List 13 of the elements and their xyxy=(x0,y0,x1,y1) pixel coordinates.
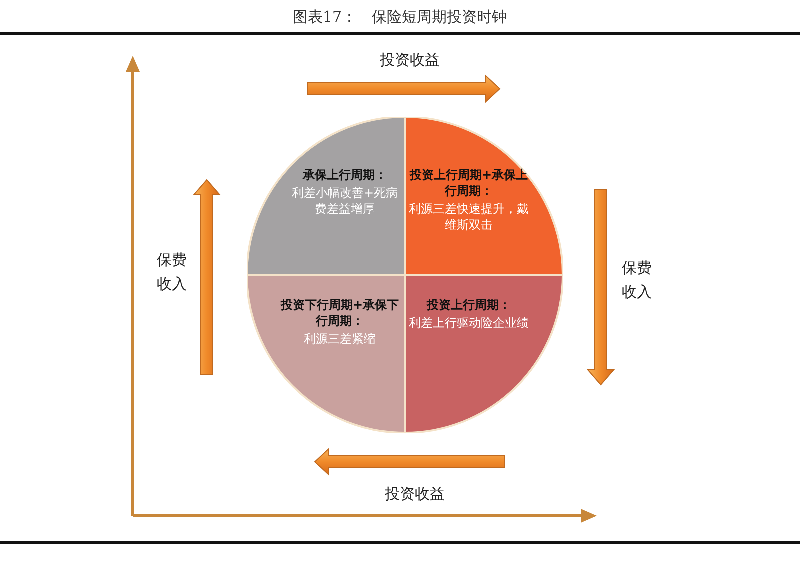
arrow-label: 保费收入 xyxy=(156,250,188,295)
arrow-label: 投资收益 xyxy=(379,50,441,70)
quadrant-heading: 投资上行周期+承保上行周期： xyxy=(409,167,529,199)
quadrant-description: 利源三差快速提升，戴维斯双击 xyxy=(409,201,529,233)
quadrant-description: 利差上行驱动险企业绩 xyxy=(409,315,529,331)
arrow-label: 投资收益 xyxy=(384,484,446,504)
quadrant-description: 利源三差紧缩 xyxy=(303,331,377,347)
quadrant-heading: 投资下行周期+承保下行周期： xyxy=(280,297,400,329)
quadrant-heading: 投资上行周期： xyxy=(426,297,512,313)
arrow-label: 保费收入 xyxy=(621,258,653,303)
quadrant-heading: 承保上行周期： xyxy=(302,167,388,183)
quadrant-description: 利差小幅改善+死病费差益增厚 xyxy=(290,185,400,217)
title: 图表17： 保险短周期投资时钟 xyxy=(292,8,508,27)
